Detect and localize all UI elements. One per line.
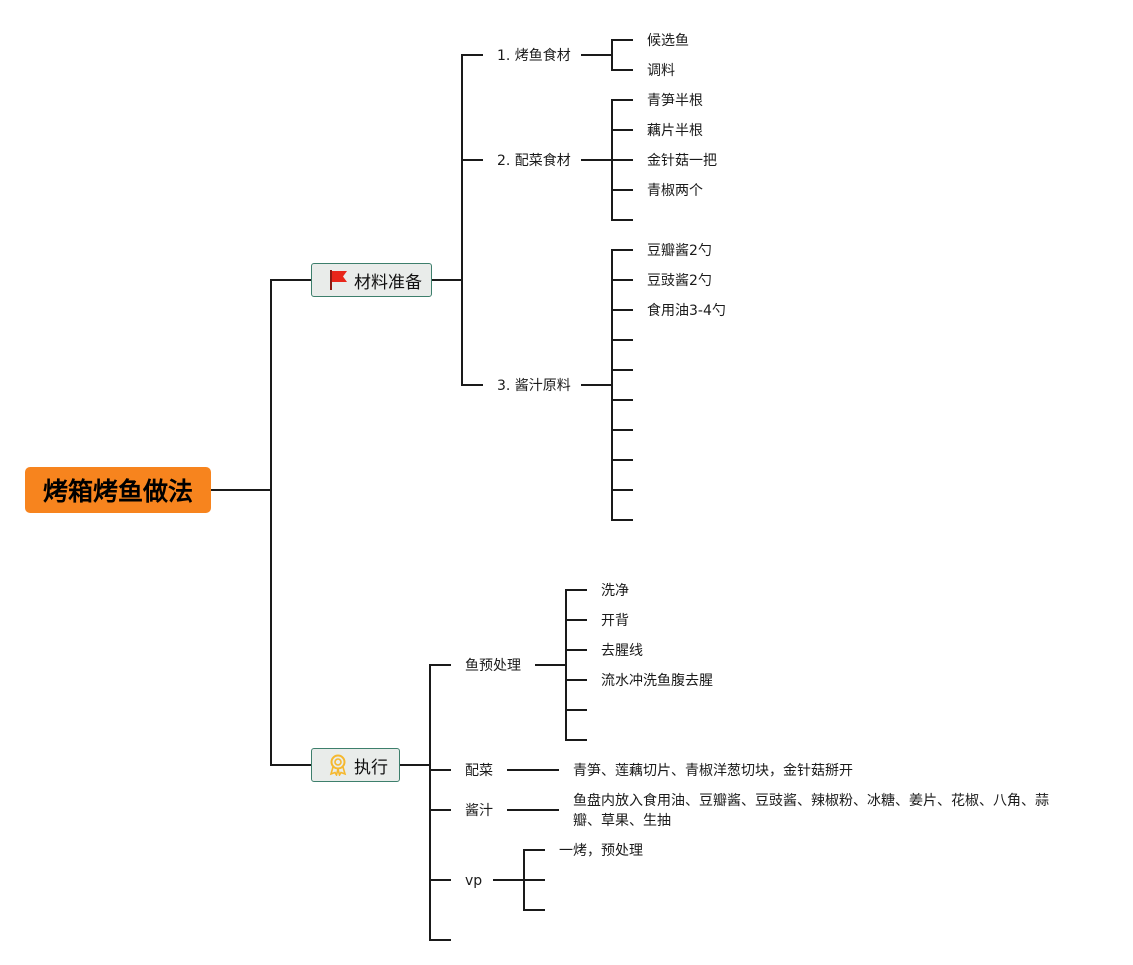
leaf-item[interactable]: 金针菇一把 (647, 153, 717, 169)
subtopic-side-dish[interactable]: 配菜 (465, 763, 493, 779)
branch-prep-label: 材料准备 (354, 272, 422, 293)
leaf-item[interactable]: 青笋半根 (647, 93, 703, 109)
branch-exec[interactable]: 执行 (311, 748, 400, 782)
leaf-item[interactable]: 青椒两个 (647, 183, 703, 199)
branch-exec-label: 执行 (354, 757, 388, 778)
subtopic-side-ingredients[interactable]: 2. 配菜食材 (497, 153, 571, 169)
leaf-item[interactable]: 开背 (601, 613, 629, 629)
branch-prep[interactable]: 材料准备 (311, 263, 432, 297)
subtopic-sauce[interactable]: 酱汁 (465, 803, 493, 819)
red-flag-icon (328, 269, 348, 291)
leaf-item[interactable]: 一烤，预处理 (559, 843, 643, 859)
leaf-item[interactable]: 食用油3-4勺 (647, 303, 726, 319)
leaf-item[interactable]: 调料 (647, 63, 675, 79)
leaf-item[interactable]: 去腥线 (601, 643, 643, 659)
subtopic-fish-ingredients[interactable]: 1. 烤鱼食材 (497, 48, 571, 64)
leaf-detail[interactable]: 鱼盘内放入食用油、豆瓣酱、豆豉酱、辣椒粉、冰糖、姜片、花椒、八角、蒜瓣、草果、生… (573, 793, 1049, 829)
award-ribbon-icon (328, 754, 348, 778)
leaf-item[interactable]: 候选鱼 (647, 33, 689, 49)
leaf-item[interactable]: 藕片半根 (647, 123, 703, 139)
subtopic-vp[interactable]: vp (465, 873, 483, 889)
leaf-item[interactable]: 洗净 (601, 583, 629, 599)
subtopic-fish-preprocess[interactable]: 鱼预处理 (465, 658, 521, 674)
leaf-item[interactable]: 流水冲洗鱼腹去腥 (601, 673, 713, 689)
leaf-detail[interactable]: 青笋、莲藕切片、青椒洋葱切块，金针菇掰开 (573, 763, 853, 779)
root-topic[interactable]: 烤箱烤鱼做法 (25, 467, 211, 513)
leaf-item[interactable]: 豆瓣酱2勺 (647, 243, 712, 259)
subtopic-sauce-ingredients[interactable]: 3. 酱汁原料 (497, 378, 571, 394)
leaf-item[interactable]: 豆豉酱2勺 (647, 273, 712, 289)
